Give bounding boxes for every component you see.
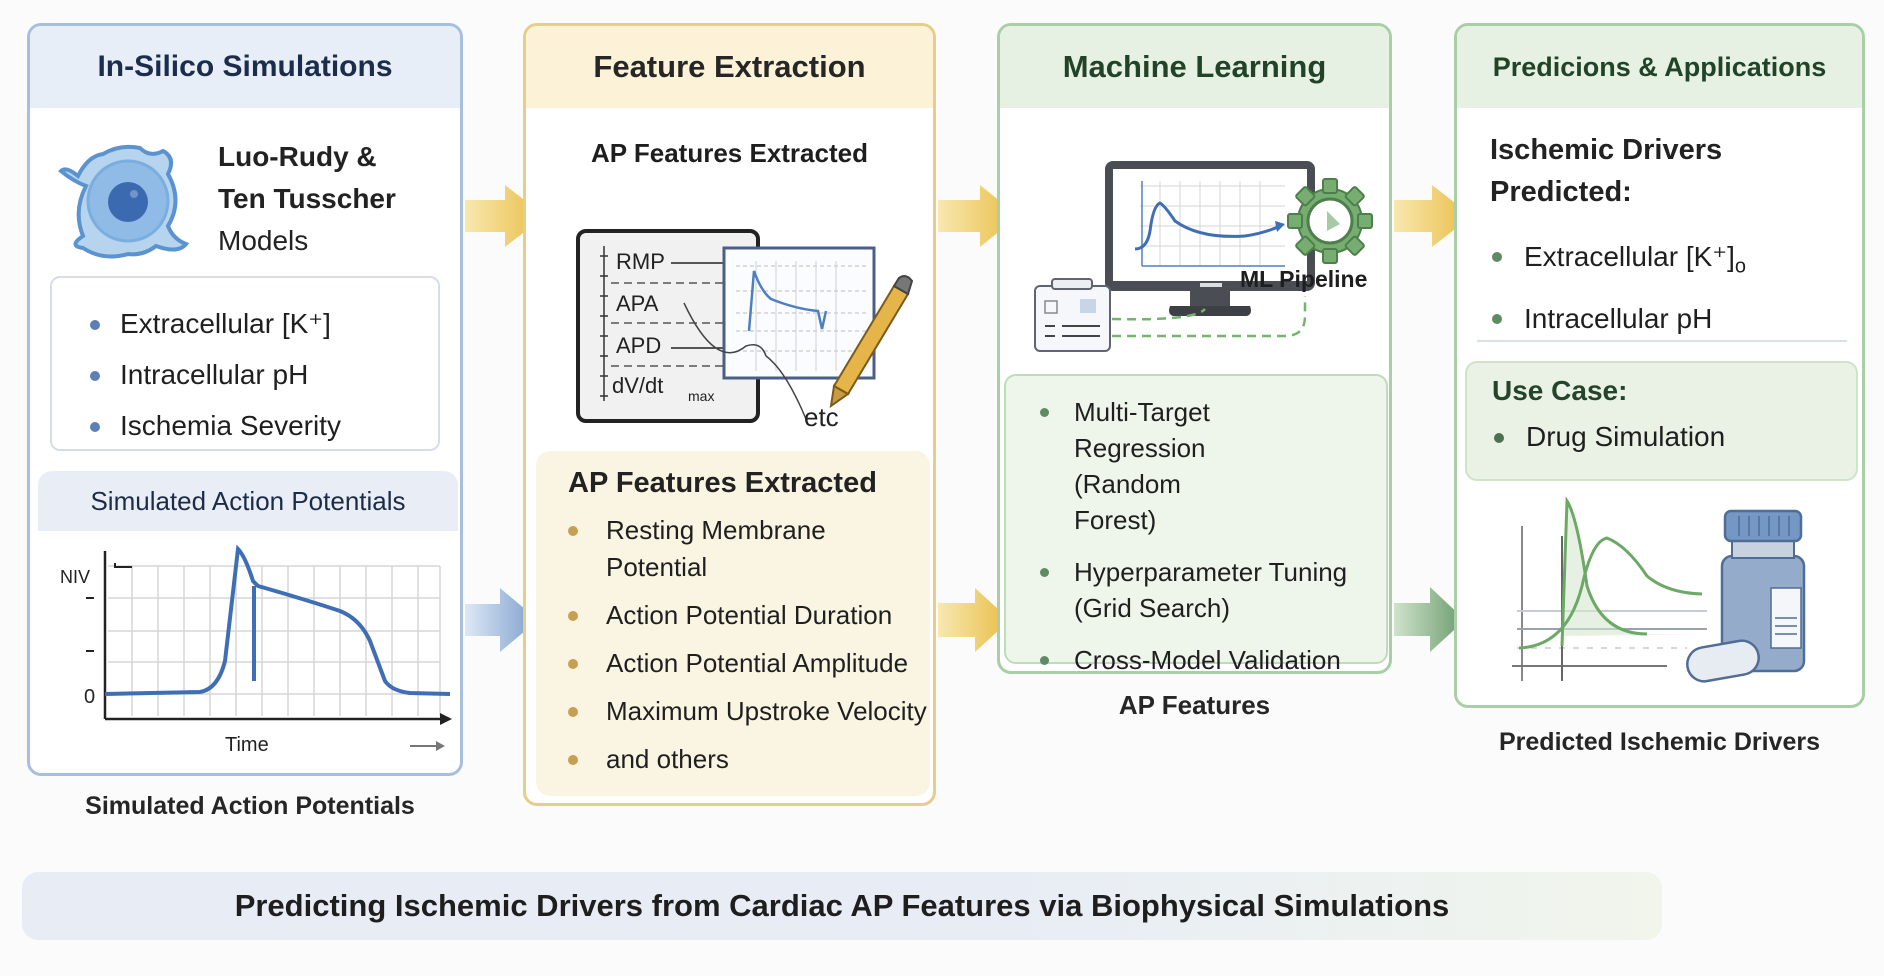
y-axis-label: NIV [60, 567, 90, 587]
ml-pipeline-illustration [1034, 161, 1373, 352]
monitor-icon [1105, 161, 1315, 316]
list-item: Extracellular [K⁺]o [1490, 231, 1746, 293]
list-item: Extracellular [K⁺] [90, 298, 438, 349]
panel-subtitle: AP Features Extracted [591, 138, 868, 168]
y-tick-zero: 0 [84, 686, 95, 708]
simulation-caption: Simulated Action Potentials [85, 792, 415, 820]
panel-title: In-Silico Simulations [30, 26, 460, 108]
pencil-icon [829, 275, 914, 409]
arrow-right-icon [436, 741, 445, 751]
chart-grid [108, 565, 441, 716]
list-item: Intracellular pH [1490, 293, 1746, 344]
list-item: Cross-Model Validation [1034, 642, 1386, 678]
list-item: Intracellular pH [90, 349, 438, 400]
action-potential-chart: NIV 0 Time [60, 544, 452, 756]
panel-title: Machine Learning [1000, 26, 1389, 108]
use-case-box: Use Case: Drug Simulation [1465, 361, 1858, 481]
ap-features-box: AP Features Extracted Resting Membrane P… [536, 451, 930, 796]
feature-label-etc: etc [804, 402, 839, 432]
list-item: Hyperparameter Tuning (Grid Search) [1034, 554, 1394, 626]
feature-label-rmp: RMP [616, 249, 665, 274]
panel-predictions-applications: Predicions & Applications Ischemic Drive… [1454, 23, 1865, 708]
diagram-title-banner: Predicting Ischemic Drivers from Cardiac… [22, 872, 1662, 940]
clipboard-icon [1034, 278, 1111, 352]
panel-machine-learning: Machine Learning [997, 23, 1392, 675]
predicted-drivers-list: Extracellular [K⁺]o Intracellular pH [1490, 231, 1746, 344]
feature-label-apa: APA [616, 291, 659, 316]
ml-methods-box: Multi-Target Regression (Random Forest) … [1004, 374, 1388, 675]
feature-label-max: max [688, 388, 714, 404]
ap-trace [104, 544, 451, 696]
simulated-ap-header: Simulated Action Potentials [38, 471, 458, 531]
list-item: Multi-Target Regression (Random Forest) [1034, 394, 1264, 538]
panel-in-silico-simulations: In-Silico Simulations Luo-Rudy & Ten Tus… [27, 23, 463, 776]
pill-icon [1686, 639, 1760, 683]
feature-label-apd: APD [616, 333, 661, 358]
predictions-caption: Predicted Ischemic Drivers [1499, 728, 1820, 756]
gear-icon [1287, 178, 1373, 264]
feature-label-dvdt: dV/dt [612, 373, 663, 398]
panel-feature-extraction: Feature Extraction AP Features Extracted… [523, 23, 936, 806]
model-title: Luo-Rudy & Ten Tusscher Models [218, 141, 396, 256]
feature-extraction-illustration: RMP APA APD dV/dt max etc [576, 229, 914, 432]
divider [1477, 340, 1847, 342]
list-item: Ischemia Severity [90, 400, 438, 451]
x-axis-label: Time [225, 734, 269, 756]
list-item: Maximum Upstroke Velocity [556, 693, 930, 730]
drug-response-chart [1512, 496, 1707, 681]
predictions-subtitle: Ischemic Drivers Predicted: [1490, 134, 1723, 208]
panel-title: Feature Extraction [526, 26, 933, 108]
simulation-variables-box: Extracellular [K⁺] Intracellular pH Isch… [50, 276, 440, 451]
list-item: Drug Simulation [1492, 417, 1856, 457]
list-item: Resting Membrane Potential [556, 512, 886, 586]
list-item: Action Potential Duration [556, 597, 930, 634]
cardiac-cell-icon [58, 144, 190, 259]
ml-pipeline-label: ML Pipeline [1240, 266, 1368, 292]
panel-title: Predicions & Applications [1457, 26, 1862, 108]
list-item: and others [556, 741, 930, 778]
list-item: Action Potential Amplitude [556, 645, 930, 682]
drug-simulation-illustration [1512, 496, 1806, 683]
ml-caption: AP Features [1118, 690, 1271, 720]
